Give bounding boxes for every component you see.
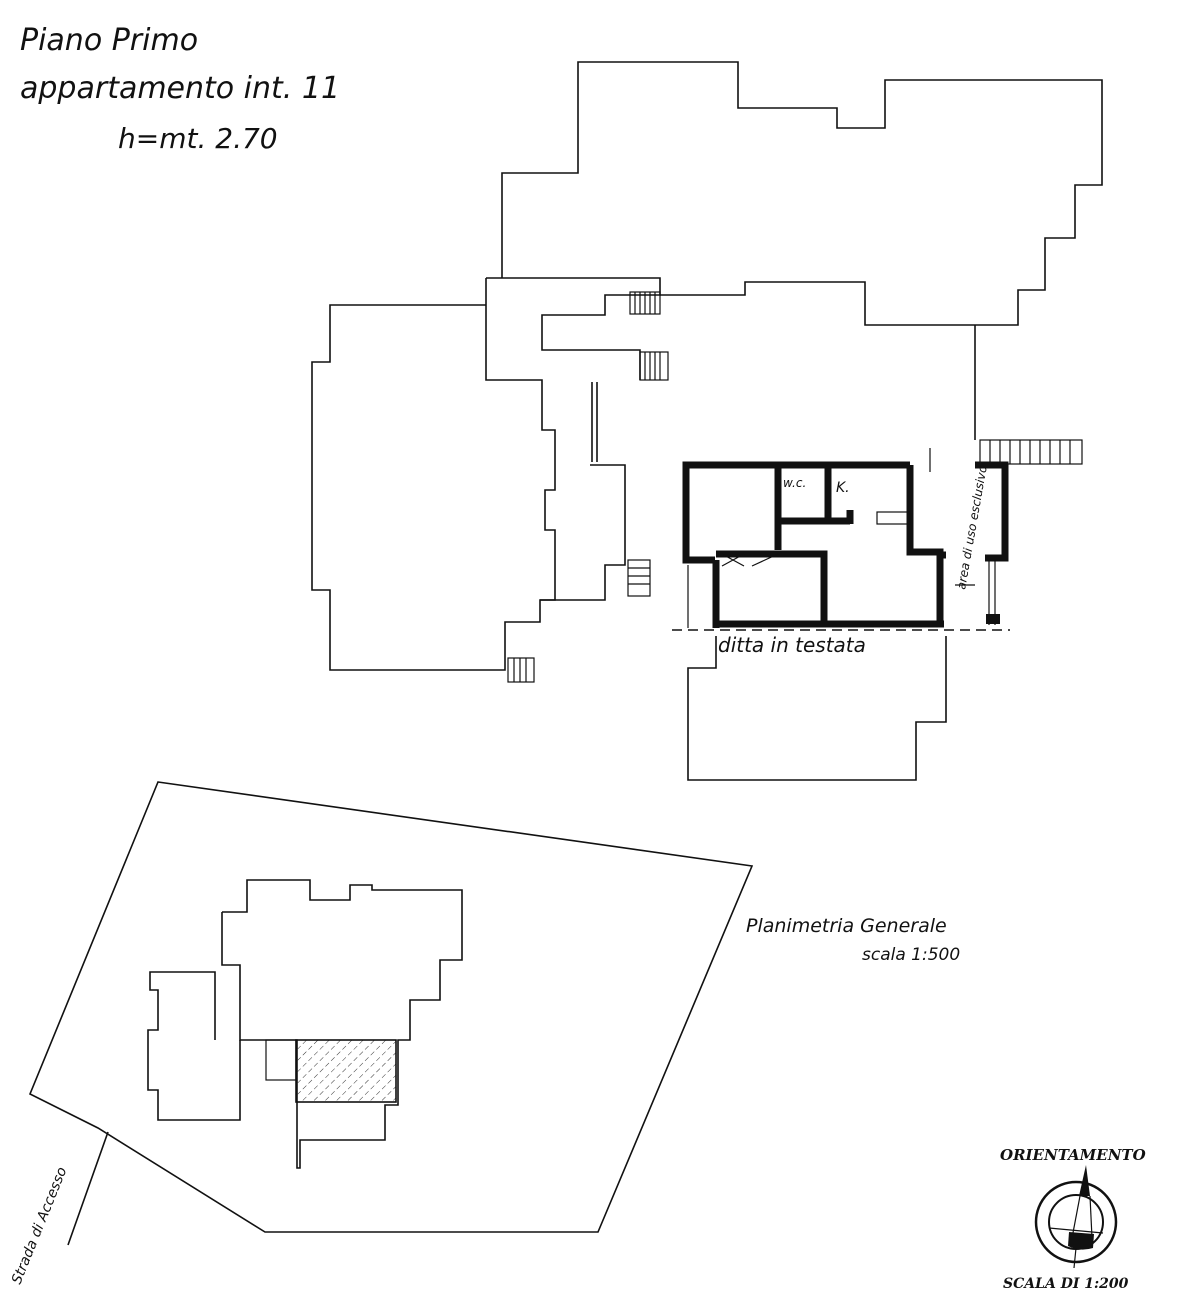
title-apartment: appartamento int. 11 — [20, 71, 340, 106]
building-outline-connector — [311, 278, 556, 671]
orientation-title: ORIENTAMENTO — [1000, 1146, 1146, 1164]
compass-icon — [1034, 1165, 1118, 1269]
site-plan-title: Planimetria Generale — [746, 915, 947, 937]
label-exclusive-area: area di uso esclusivo — [954, 464, 990, 590]
label-wc: w.c. — [783, 476, 806, 490]
label-frontage: ditta in testata — [718, 633, 866, 657]
site-plan — [28, 781, 754, 1246]
stair-southwest — [507, 657, 535, 683]
site-plan-scale: scala 1:500 — [862, 945, 960, 965]
highlighted-unit — [295, 1039, 397, 1103]
label-kitchen: K. — [836, 480, 850, 496]
title-height: h=mt. 2.70 — [118, 122, 278, 155]
stair-west — [627, 559, 651, 597]
stair-mid — [639, 351, 669, 381]
building-outline-north — [501, 61, 1103, 326]
building-outline-south — [687, 636, 947, 781]
wall-line — [540, 464, 626, 601]
orientation-scale: SCALA DI 1:200 — [1003, 1276, 1129, 1292]
stair-north — [629, 291, 661, 315]
title-floor: Piano Primo — [20, 23, 198, 58]
road-label: Strada di Accesso — [9, 1165, 71, 1287]
stair-east — [979, 439, 1083, 465]
apartment-int-11 — [682, 461, 1009, 628]
corridor — [486, 277, 661, 380]
